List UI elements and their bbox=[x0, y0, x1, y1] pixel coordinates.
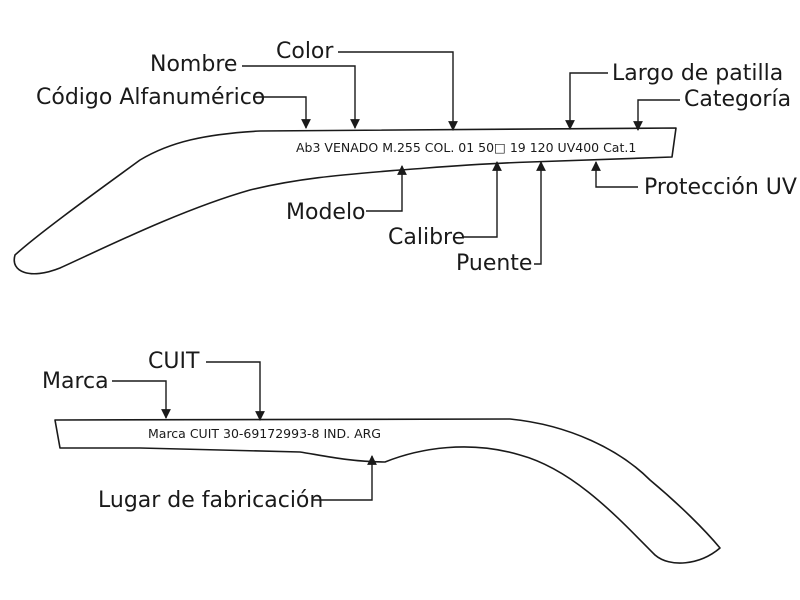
label-puente: Puente bbox=[456, 251, 532, 276]
label-proteccion: Protección UV bbox=[644, 175, 797, 200]
label-modelo: Modelo bbox=[286, 200, 366, 225]
leader-cuit bbox=[206, 361, 265, 421]
leader-calibre bbox=[462, 161, 502, 238]
bottom-temple-outline bbox=[54, 418, 721, 564]
label-codigo: Código Alfanumérico bbox=[36, 85, 265, 110]
label-marca: Marca bbox=[42, 369, 109, 394]
label-lugar: Lugar de fabricación bbox=[98, 488, 323, 513]
top-temple-code: Ab3 VENADO M.255 COL. 01 50□ 19 120 UV40… bbox=[296, 140, 636, 155]
leader-color bbox=[338, 51, 458, 131]
label-categoria: Categoría bbox=[684, 87, 791, 112]
bottom-temple-code: Marca CUIT 30-69172993-8 IND. ARG bbox=[148, 426, 381, 441]
leader-nombre bbox=[242, 65, 360, 129]
leader-largo bbox=[565, 72, 608, 130]
leader-modelo bbox=[366, 165, 407, 212]
leader-lugar bbox=[312, 455, 377, 501]
label-cuit: CUIT bbox=[148, 349, 200, 374]
label-nombre: Nombre bbox=[150, 52, 237, 77]
label-color: Color bbox=[276, 39, 334, 64]
label-largo: Largo de patilla bbox=[612, 61, 783, 86]
leader-codigo bbox=[254, 96, 311, 129]
leader-categoria bbox=[633, 99, 680, 131]
leader-puente bbox=[534, 161, 546, 265]
leader-marca bbox=[112, 380, 171, 419]
leader-proteccion bbox=[591, 161, 638, 188]
label-calibre: Calibre bbox=[388, 225, 465, 250]
